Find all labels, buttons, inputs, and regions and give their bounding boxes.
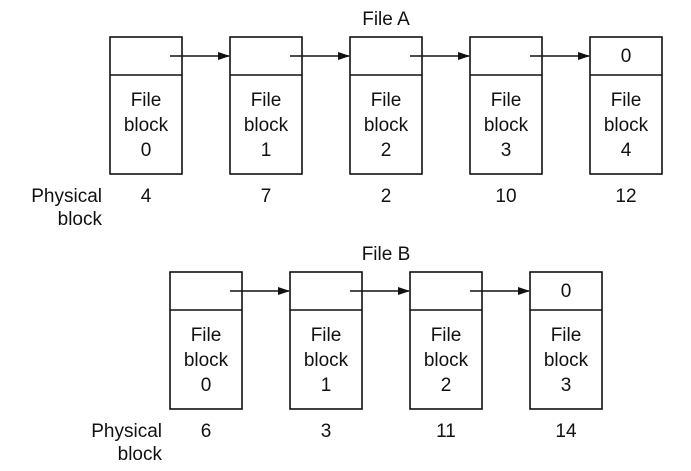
block-index: 3 xyxy=(561,375,572,396)
physical-block-number: 2 xyxy=(381,186,392,207)
physical-block-number: 12 xyxy=(615,186,636,207)
end-of-chain-pointer: 0 xyxy=(621,46,632,67)
block-label-block: block xyxy=(304,350,349,371)
file-a-block-0: File block 0 4 xyxy=(109,36,230,207)
block-box xyxy=(529,271,603,410)
physical-label-line1: Physical xyxy=(31,186,102,207)
block-label-file: File xyxy=(611,90,642,111)
block-box xyxy=(169,271,243,410)
file-a-title: File A xyxy=(362,9,410,30)
block-label-block: block xyxy=(604,115,649,136)
end-of-chain-pointer: 0 xyxy=(561,281,572,302)
file-a-block-1: File block 1 7 xyxy=(229,36,350,207)
block-index: 1 xyxy=(261,140,272,161)
block-label-block: block xyxy=(424,350,469,371)
block-box xyxy=(349,36,423,175)
block-label-block: block xyxy=(124,115,169,136)
block-index: 2 xyxy=(381,140,392,161)
physical-block-number: 6 xyxy=(201,421,212,442)
file-b-title: File B xyxy=(362,244,411,265)
block-label-block: block xyxy=(364,115,409,136)
physical-block-number: 14 xyxy=(555,421,577,442)
block-label-file: File xyxy=(131,90,162,111)
block-label-block: block xyxy=(184,350,229,371)
block-label-file: File xyxy=(371,90,402,111)
physical-label-line1: Physical xyxy=(91,421,162,442)
block-label-file: File xyxy=(551,325,582,346)
physical-label-line2: block xyxy=(118,444,163,465)
block-box xyxy=(229,36,303,175)
block-index: 0 xyxy=(141,140,152,161)
physical-block-number: 3 xyxy=(321,421,332,442)
file-a-block-2: File block 2 2 xyxy=(349,36,470,207)
block-box xyxy=(289,271,363,410)
file-b-block-1: File block 1 3 xyxy=(289,271,410,442)
file-a-block-3: File block 3 10 xyxy=(469,36,590,207)
block-index: 4 xyxy=(621,140,632,161)
block-label-file: File xyxy=(251,90,282,111)
block-index: 3 xyxy=(501,140,512,161)
block-box xyxy=(469,36,543,175)
physical-block-number: 7 xyxy=(261,186,272,207)
file-b-block-0: File block 0 6 xyxy=(169,271,290,442)
block-index: 1 xyxy=(321,375,332,396)
file-a-chain: File AFileblock04Fileblock17Fileblock22F… xyxy=(31,9,663,230)
block-index: 2 xyxy=(441,375,452,396)
block-label-block: block xyxy=(484,115,529,136)
block-label-file: File xyxy=(191,325,222,346)
block-label-block: block xyxy=(544,350,589,371)
file-b-chain: File B File block 0 6 File block 1 3 File block 2 11… xyxy=(91,244,603,465)
physical-block-number: 11 xyxy=(436,421,456,442)
block-box xyxy=(409,271,483,410)
block-label-file: File xyxy=(491,90,522,111)
block-label-block: block xyxy=(244,115,289,136)
block-label-file: File xyxy=(431,325,462,346)
physical-block-number: 10 xyxy=(495,186,516,207)
block-box xyxy=(109,36,183,175)
file-b-block-2: File block 2 11 xyxy=(409,271,530,442)
physical-block-number: 4 xyxy=(141,186,152,207)
physical-label-line2: block xyxy=(58,209,103,230)
block-index: 0 xyxy=(201,375,212,396)
block-label-file: File xyxy=(311,325,342,346)
block-box xyxy=(589,36,663,175)
